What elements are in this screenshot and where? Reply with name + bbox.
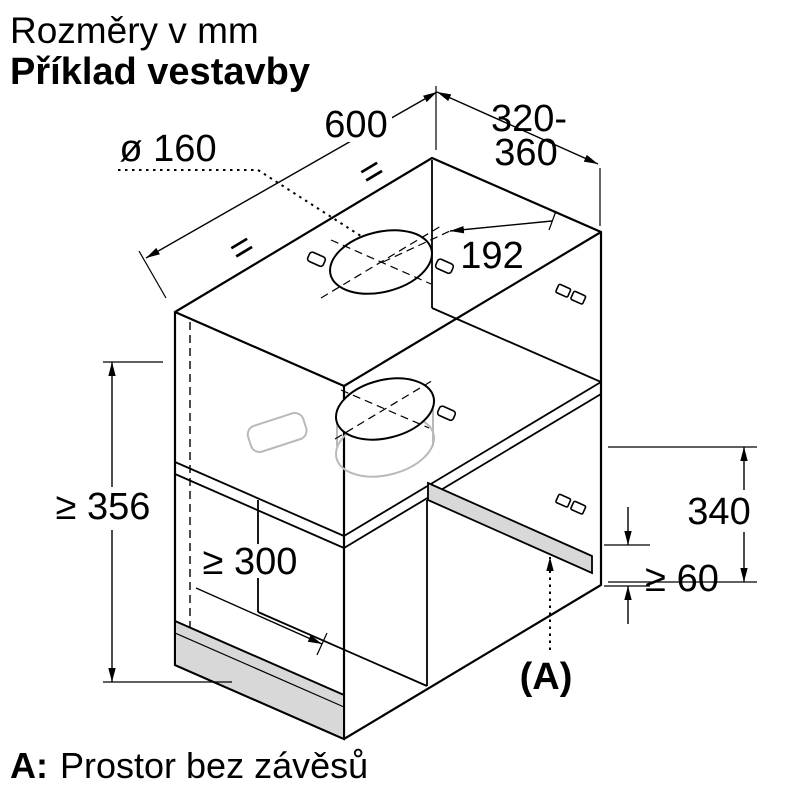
header-line1: Rozměry v mm — [10, 10, 259, 51]
hinge-icon — [555, 493, 572, 508]
dim-right-height-340: 340 — [608, 446, 757, 583]
space-a-label: (A) — [520, 656, 573, 698]
clearance-label: ≥ 60 — [645, 558, 719, 600]
depth-label-line2: 360 — [494, 132, 557, 174]
footer-text: Prostor bez závěsů — [60, 745, 368, 786]
right-height-label: 340 — [687, 491, 750, 533]
width-label: 600 — [324, 104, 387, 146]
hinge-icon — [570, 500, 587, 515]
shelf-thickness-right — [343, 393, 602, 549]
header: Rozměry v mm Příklad vestavby — [10, 10, 310, 93]
pullout-visor-front — [174, 619, 345, 741]
footer-note: A: Prostor bez závěsů — [10, 745, 368, 786]
hood-bottom-edge — [257, 611, 428, 687]
duct-centerline-2 — [340, 389, 430, 429]
offset-dim-line — [449, 220, 553, 234]
diameter-label: ø 160 — [119, 128, 216, 170]
dim-niche-height-356: ≥ 356 — [56, 361, 232, 683]
dim-space-a: (A) — [520, 557, 573, 698]
lower-depth-end-tick — [316, 632, 328, 656]
depth-label-line1: 320- — [491, 98, 567, 140]
shelf-front-edge — [174, 461, 345, 537]
mid-shelf — [174, 307, 602, 549]
mounting-tab-icon — [436, 405, 457, 422]
label-mask — [194, 544, 306, 578]
offset-label: 192 — [460, 235, 523, 277]
dim-lower-depth-300: ≥ 300 — [194, 541, 328, 656]
dim-hole-offset-192: 192 — [382, 210, 557, 277]
hinges — [555, 283, 587, 515]
label-mask — [320, 104, 392, 142]
pullout-visor — [174, 619, 345, 741]
visor-lip-line — [174, 632, 345, 708]
shelf-thickness-front — [174, 473, 345, 549]
hinge-icon — [570, 290, 587, 305]
lower-depth-arrow — [195, 587, 323, 645]
mounting-tab-icon — [434, 258, 455, 275]
side-spacer-panel — [427, 481, 593, 575]
cabinet — [173, 156, 603, 741]
width-ext-line-left — [138, 250, 167, 299]
cabinet-top-right-edge — [343, 231, 602, 387]
duct-centerline-1 — [334, 378, 436, 440]
footer-label: A: — [10, 745, 48, 786]
cabinet-top-front-edge — [174, 310, 345, 388]
shelf-right-edge — [343, 381, 602, 537]
dim-depth-320-360: 320- 360 — [436, 91, 601, 226]
lower-depth-label: ≥ 300 — [203, 541, 298, 583]
depth-dim-line — [436, 91, 599, 165]
niche-height-label: ≥ 356 — [56, 486, 151, 528]
hinge-icon — [555, 283, 572, 298]
dim-hinge-clearance-60: ≥ 60 — [604, 507, 719, 624]
hood-duct-hole — [246, 377, 457, 478]
offset-end-tick — [548, 210, 557, 231]
shelf-back-edge — [431, 307, 602, 383]
header-line2: Příklad vestavby — [10, 51, 310, 93]
hood-casing-detail — [246, 412, 308, 453]
